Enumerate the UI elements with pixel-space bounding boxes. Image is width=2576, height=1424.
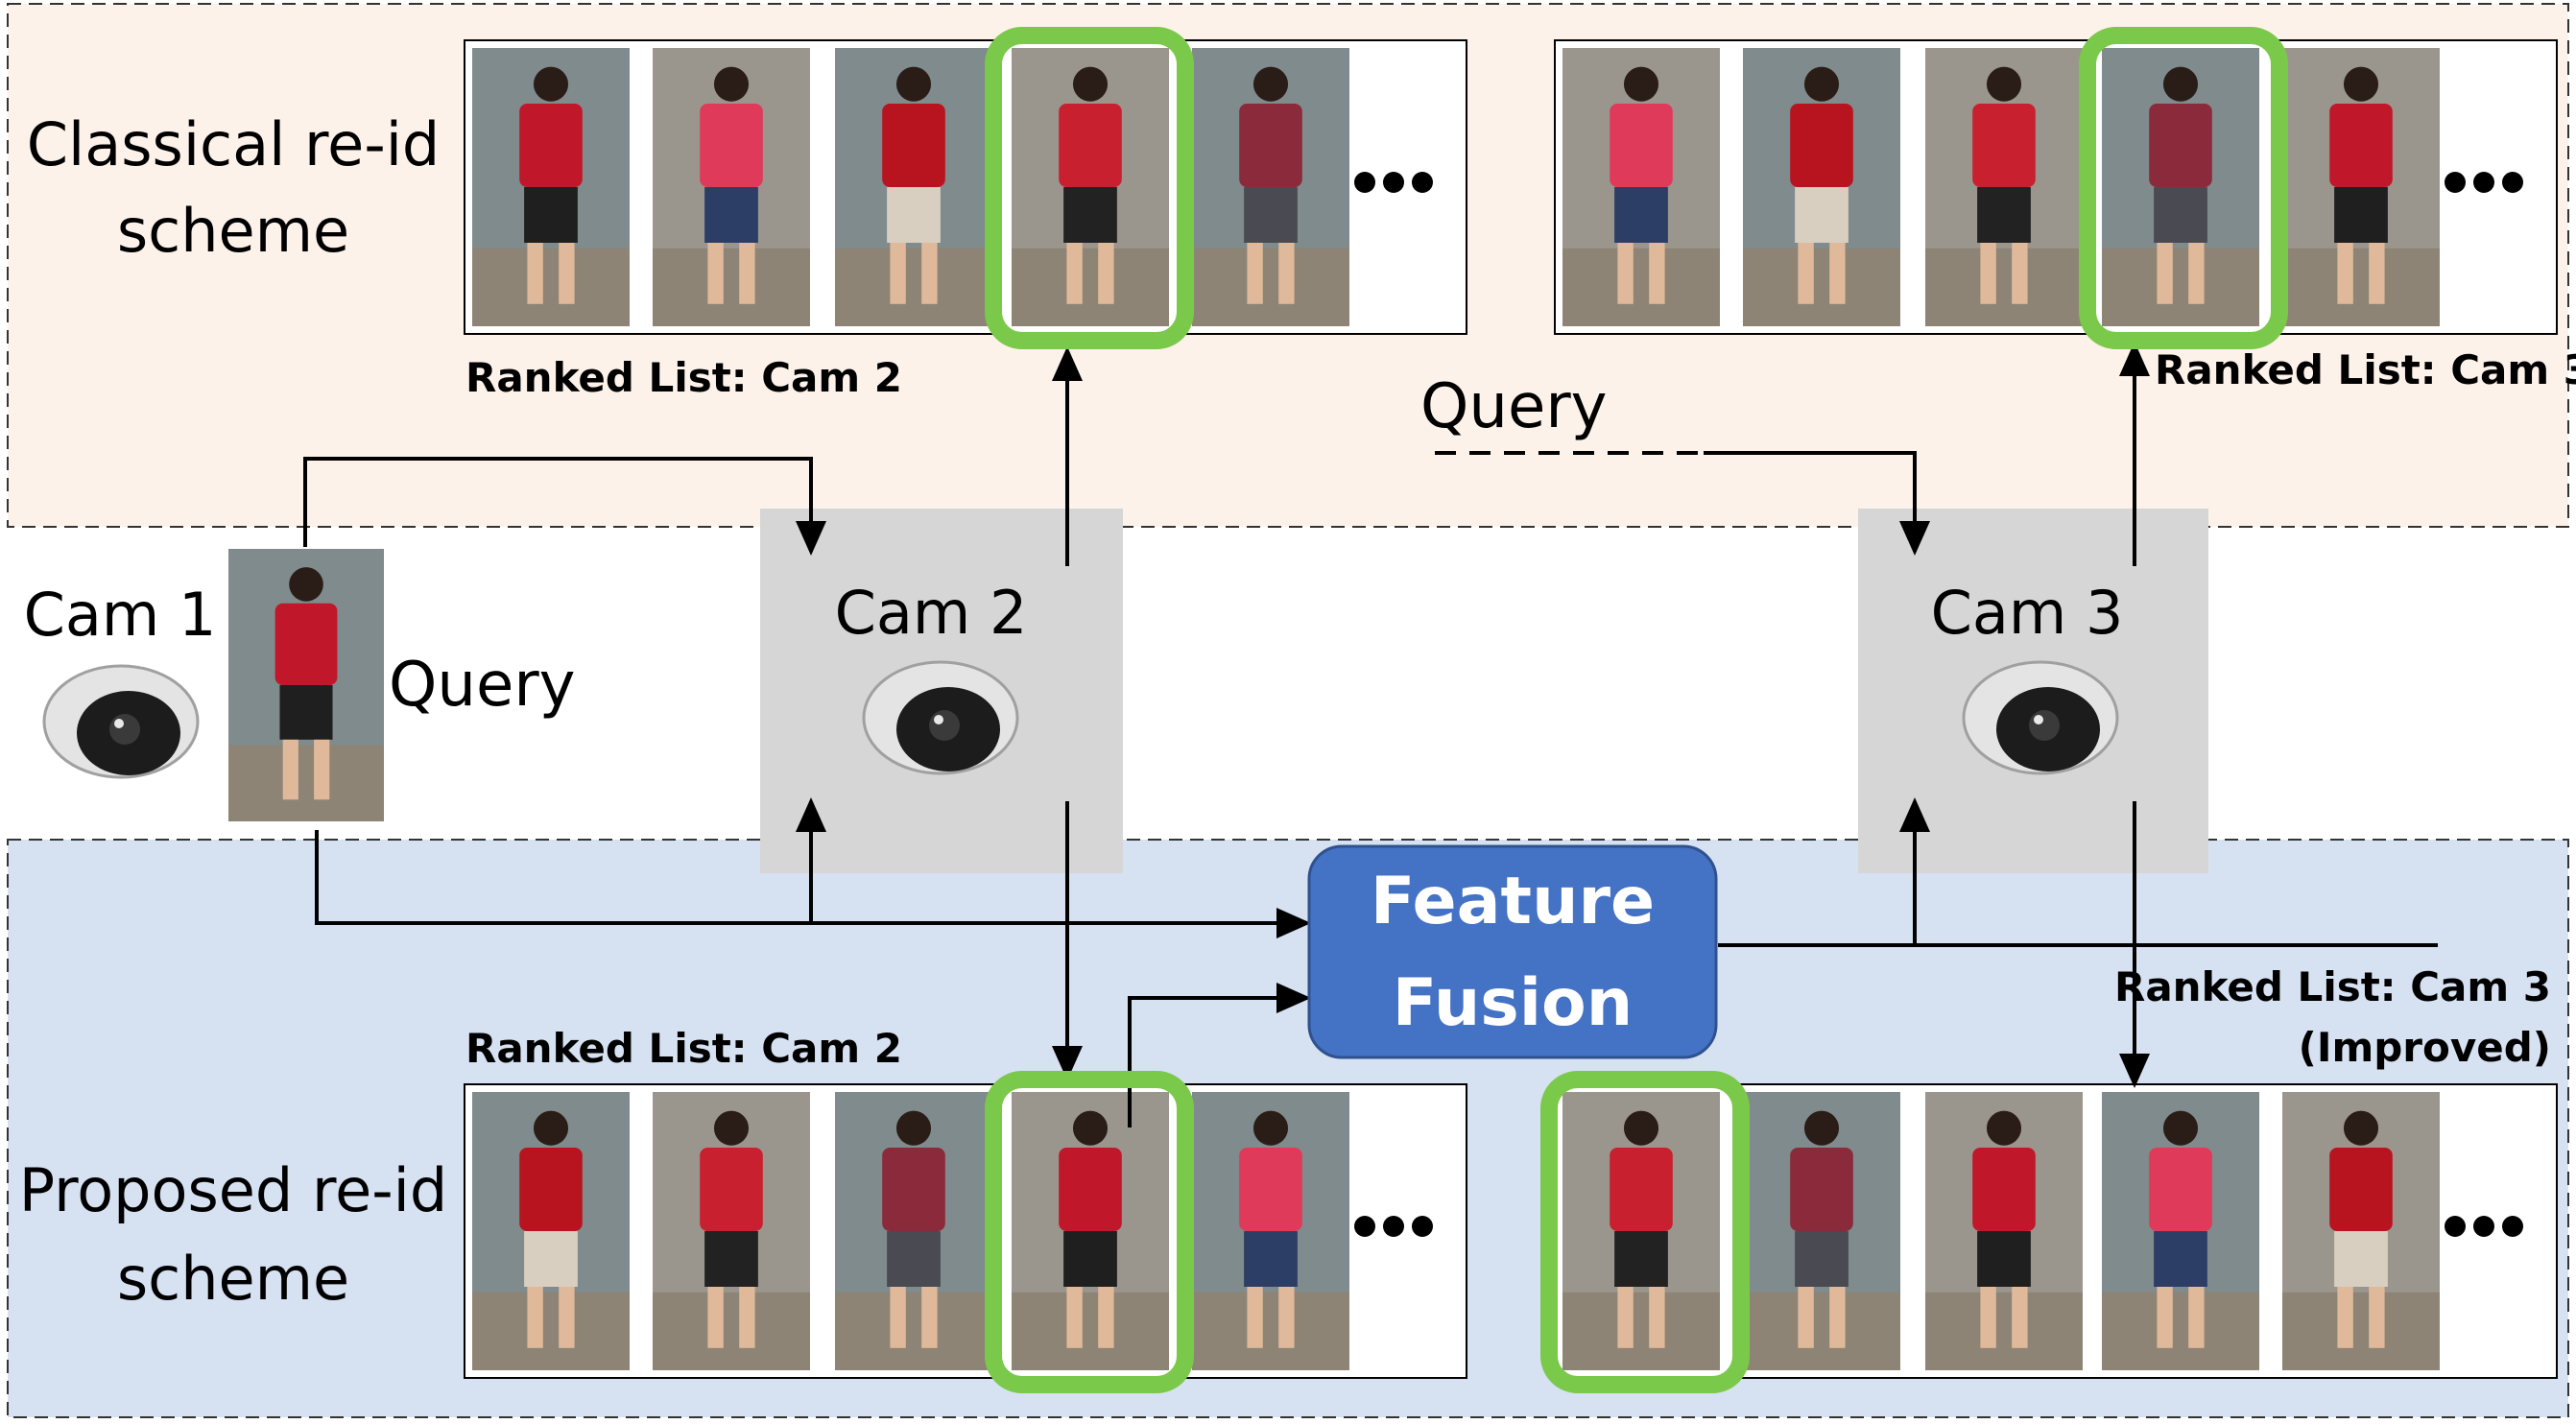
classical-cam2-rank-3-person-image: [835, 48, 992, 326]
classical-cam3-rank-5-person-image: [2282, 48, 2440, 326]
classical-cam2-rank-1-person-image: [472, 48, 630, 326]
match-highlight-proposed-cam3: [1540, 1071, 1750, 1393]
proposed-cam2-rank-3-person-image: [835, 1092, 992, 1370]
proposed-cam2-list-label: Ranked List: Cam 2: [465, 1025, 902, 1072]
proposed-cam2-rank-1-person-image: [472, 1092, 630, 1370]
cam3-dome-camera-icon: [1962, 660, 2119, 775]
feature-fusion-box: [1307, 844, 1718, 1059]
match-highlight-proposed-cam2: [985, 1071, 1194, 1393]
classical-cam3-rank-2-person-image: [1743, 48, 1900, 326]
classical-cam2-list-label: Ranked List: Cam 2: [465, 354, 902, 401]
classical-cam2-rank-5-person-image: [1192, 48, 1349, 326]
classical-cam3-ellipsis-icon: [2445, 172, 2523, 193]
proposed-cam2-rank-4-person-image: [1012, 1092, 1169, 1370]
fusion-label-line2: Fusion: [1393, 965, 1633, 1041]
proposed-cam3-list-label-line2: (Improved): [2299, 1024, 2551, 1071]
proposed-cam2-ellipsis-icon: [1354, 1216, 1433, 1237]
cam1-query-person-image: [228, 549, 384, 821]
classical-cam3-rank-4-person-image: [2102, 48, 2259, 326]
cam1-dome-camera-icon: [42, 664, 200, 779]
classical-cam3-list-label: Ranked List: Cam 3: [2155, 346, 2576, 393]
proposed-cam3-rank-2-person-image: [1743, 1092, 1900, 1370]
cam2-dome-camera-icon: [862, 660, 1019, 775]
proposed-cam3-rank-5-person-image: [2282, 1092, 2440, 1370]
cam2-label: Cam 2: [835, 578, 1028, 648]
proposed-cam3-ellipsis-icon: [2445, 1216, 2523, 1237]
classical-title-line1: Classical re-id: [27, 109, 441, 179]
proposed-title-line1: Proposed re-id: [19, 1155, 447, 1225]
cam3-label: Cam 3: [1931, 578, 2124, 648]
proposed-cam3-rank-4-person-image: [2102, 1092, 2259, 1370]
classical-query-label: Query: [1420, 371, 1608, 442]
match-highlight-classical-cam3: [2079, 27, 2288, 349]
classical-title-line2: scheme: [117, 196, 349, 266]
connectors: [303, 342, 2438, 1127]
arrow-cam1-to-fusion: [315, 830, 1311, 938]
cam1-label: Cam 1: [24, 580, 217, 650]
classical-cam2-ellipsis-icon: [1354, 172, 1433, 193]
cam1-query-label: Query: [389, 650, 576, 721]
match-highlight-classical-cam2: [985, 27, 1194, 349]
classical-cam3-rank-3-person-image: [1925, 48, 2083, 326]
classical-cam3-rank-1-person-image: [1562, 48, 1720, 326]
match-highlights: [985, 27, 2288, 1393]
fusion-label-line1: Feature: [1371, 864, 1655, 939]
proposed-cam3-rank-3-person-image: [1925, 1092, 2083, 1370]
classical-cam2-rank-2-person-image: [653, 48, 810, 326]
proposed-title-line2: scheme: [117, 1244, 349, 1314]
arrow-query-to-cam3: [1704, 451, 1930, 556]
proposed-cam2-rank-5-person-image: [1192, 1092, 1349, 1370]
arrow-cam1-to-cam2-classical: [303, 457, 826, 556]
classical-cam2-rank-4-person-image: [1012, 48, 1169, 326]
proposed-cam3-rank-1-person-image: [1562, 1092, 1720, 1370]
proposed-cam2-rank-2-person-image: [653, 1092, 810, 1370]
proposed-cam3-list-label-line1: Ranked List: Cam 3: [2114, 963, 2551, 1010]
